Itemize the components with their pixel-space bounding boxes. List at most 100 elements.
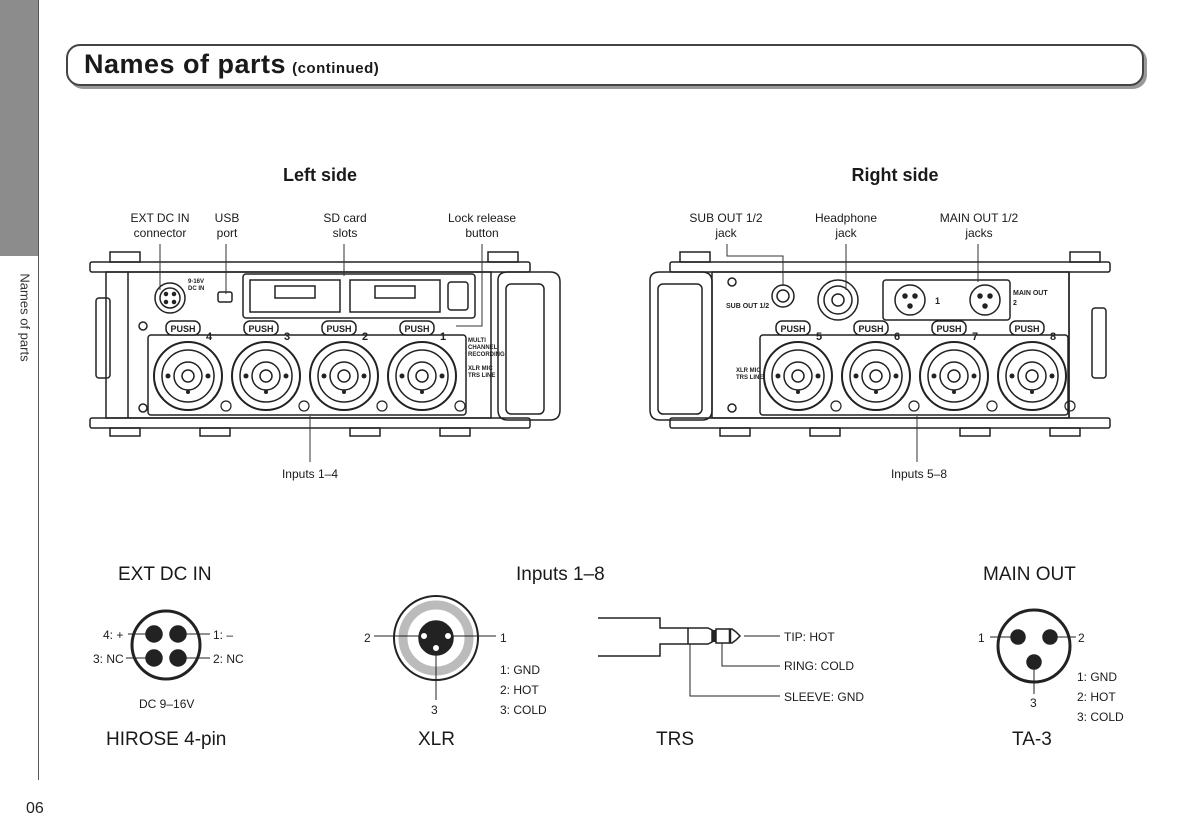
callout-inputs-5-8: Inputs 5–8 [890,467,948,481]
callout-usb: USB port [214,211,240,240]
screw [986,400,998,412]
channel-number: 1 [440,331,446,343]
multi-channel-text-2: CHANNEL [468,345,498,351]
combo-jack[interactable] [841,341,911,411]
channel-number: 7 [972,331,978,343]
callout-main-out: MAIN OUT 1/2 jacks [939,211,1019,240]
channel-number: 3 [284,331,290,343]
main-out-title: MAIN OUT [983,564,1076,585]
combo-jack[interactable] [387,341,457,411]
callout-leaders [159,244,979,462]
trs-tip: TIP: HOT [784,630,835,644]
xlr-connector-diagram [374,595,496,700]
push-label: PUSH [780,324,805,334]
callout-inputs-1-4: Inputs 1–4 [281,467,339,481]
push-tab[interactable]: PUSH [853,320,889,336]
multi-channel-text: MULTI [468,338,486,344]
hirose-pin-3: 3: NC [93,652,124,666]
push-tab[interactable]: PUSH [165,320,201,336]
combo-jack[interactable] [153,341,223,411]
dc-voltage: DC 9–16V [139,697,195,711]
callout-headphone: Headphone jack [814,211,878,240]
xlr-legend-2: 2: HOT [500,683,539,697]
push-label: PUSH [170,324,195,334]
push-label: PUSH [936,324,961,334]
trs-ring: RING: COLD [784,659,855,673]
xlr-text-right-2: TRS LINE [736,375,763,381]
push-label: PUSH [326,324,351,334]
push-tab[interactable]: PUSH [399,320,435,336]
xlr-legend-3: 3: COLD [500,703,547,717]
ta3-type: TA-3 [1012,729,1052,750]
title-box: Names of parts (continued) [66,44,1144,86]
push-label: PUSH [404,324,429,334]
callout-sd-slots: SD card slots [323,211,367,240]
push-tab[interactable]: PUSH [931,320,967,336]
dc-in-label: 9-16V [188,279,204,285]
inputs-title: Inputs 1–8 [516,564,605,585]
screw [830,400,842,412]
screw [1064,400,1076,412]
screw [908,400,920,412]
combo-jack[interactable] [309,341,379,411]
push-tab[interactable]: PUSH [243,320,279,336]
hirose-pin-2: 2: NC [213,652,244,666]
right-side-heading: Right side [851,165,939,185]
xlr-text-right: XLR MIC [736,368,761,374]
ta3-legend-3: 3: COLD [1077,710,1124,724]
main-out-panel-label: MAIN OUT [1013,290,1048,297]
ta3-legend-1: 1: GND [1077,670,1118,684]
left-side-heading: Left side [282,165,357,185]
callout-ext-dc: EXT DC IN connector [130,211,190,240]
ext-dc-title: EXT DC IN [118,564,212,585]
combo-jack[interactable] [919,341,989,411]
hirose-connector-diagram [126,609,210,681]
push-tab[interactable]: PUSH [1009,320,1045,336]
ta3-pin-2: 2 [1078,631,1085,645]
xlr-legend-1: 1: GND [500,663,541,677]
hirose-type: HIROSE 4-pin [106,729,227,750]
title-subtitle: (continued) [292,60,380,77]
channel-number: 8 [1050,331,1056,343]
multi-channel-text-3: RECORDING [468,352,505,358]
screw [454,400,466,412]
callout-lock-release: Lock release button [447,211,517,240]
page-number: 06 [26,800,44,817]
trs-sleeve: SLEEVE: GND [784,690,865,704]
push-label: PUSH [248,324,273,334]
xlr-text-left: XLR MIC [468,366,493,372]
xlr-pin-1: 1 [500,631,507,645]
xlr-pin-3: 3 [431,703,438,717]
sub-out-panel-label: SUB OUT 1/2 [726,303,769,310]
hirose-pin-1: 1: – [213,628,234,642]
channel-number: 2 [362,331,368,343]
combo-jack[interactable] [763,341,833,411]
xlr-pin-2: 2 [364,631,371,645]
hirose-pin-4: 4: + [103,628,124,642]
xlr-type: XLR [418,729,455,750]
page-title: Names of parts (continued) [84,49,379,80]
screw [220,400,232,412]
trs-plug-diagram [598,617,780,697]
channel-number: 6 [894,331,900,343]
trs-type: TRS [656,729,694,750]
push-tab[interactable]: PUSH [775,320,811,336]
main-out-num-2: 2 [1013,300,1017,307]
main-out-num-1: 1 [935,296,940,306]
screw [376,400,388,412]
ta3-pin-1: 1 [978,631,985,645]
combo-jack[interactable] [231,341,301,411]
screw [298,400,310,412]
xlr-text-left-2: TRS LINE [468,373,495,379]
push-tab[interactable]: PUSH [321,320,357,336]
dc-in-label-2: DC IN [188,286,204,292]
push-label: PUSH [1014,324,1039,334]
section-tab [0,0,38,256]
margin-rule [38,0,39,780]
combo-jack[interactable] [997,341,1067,411]
title-main: Names of parts [84,49,287,79]
